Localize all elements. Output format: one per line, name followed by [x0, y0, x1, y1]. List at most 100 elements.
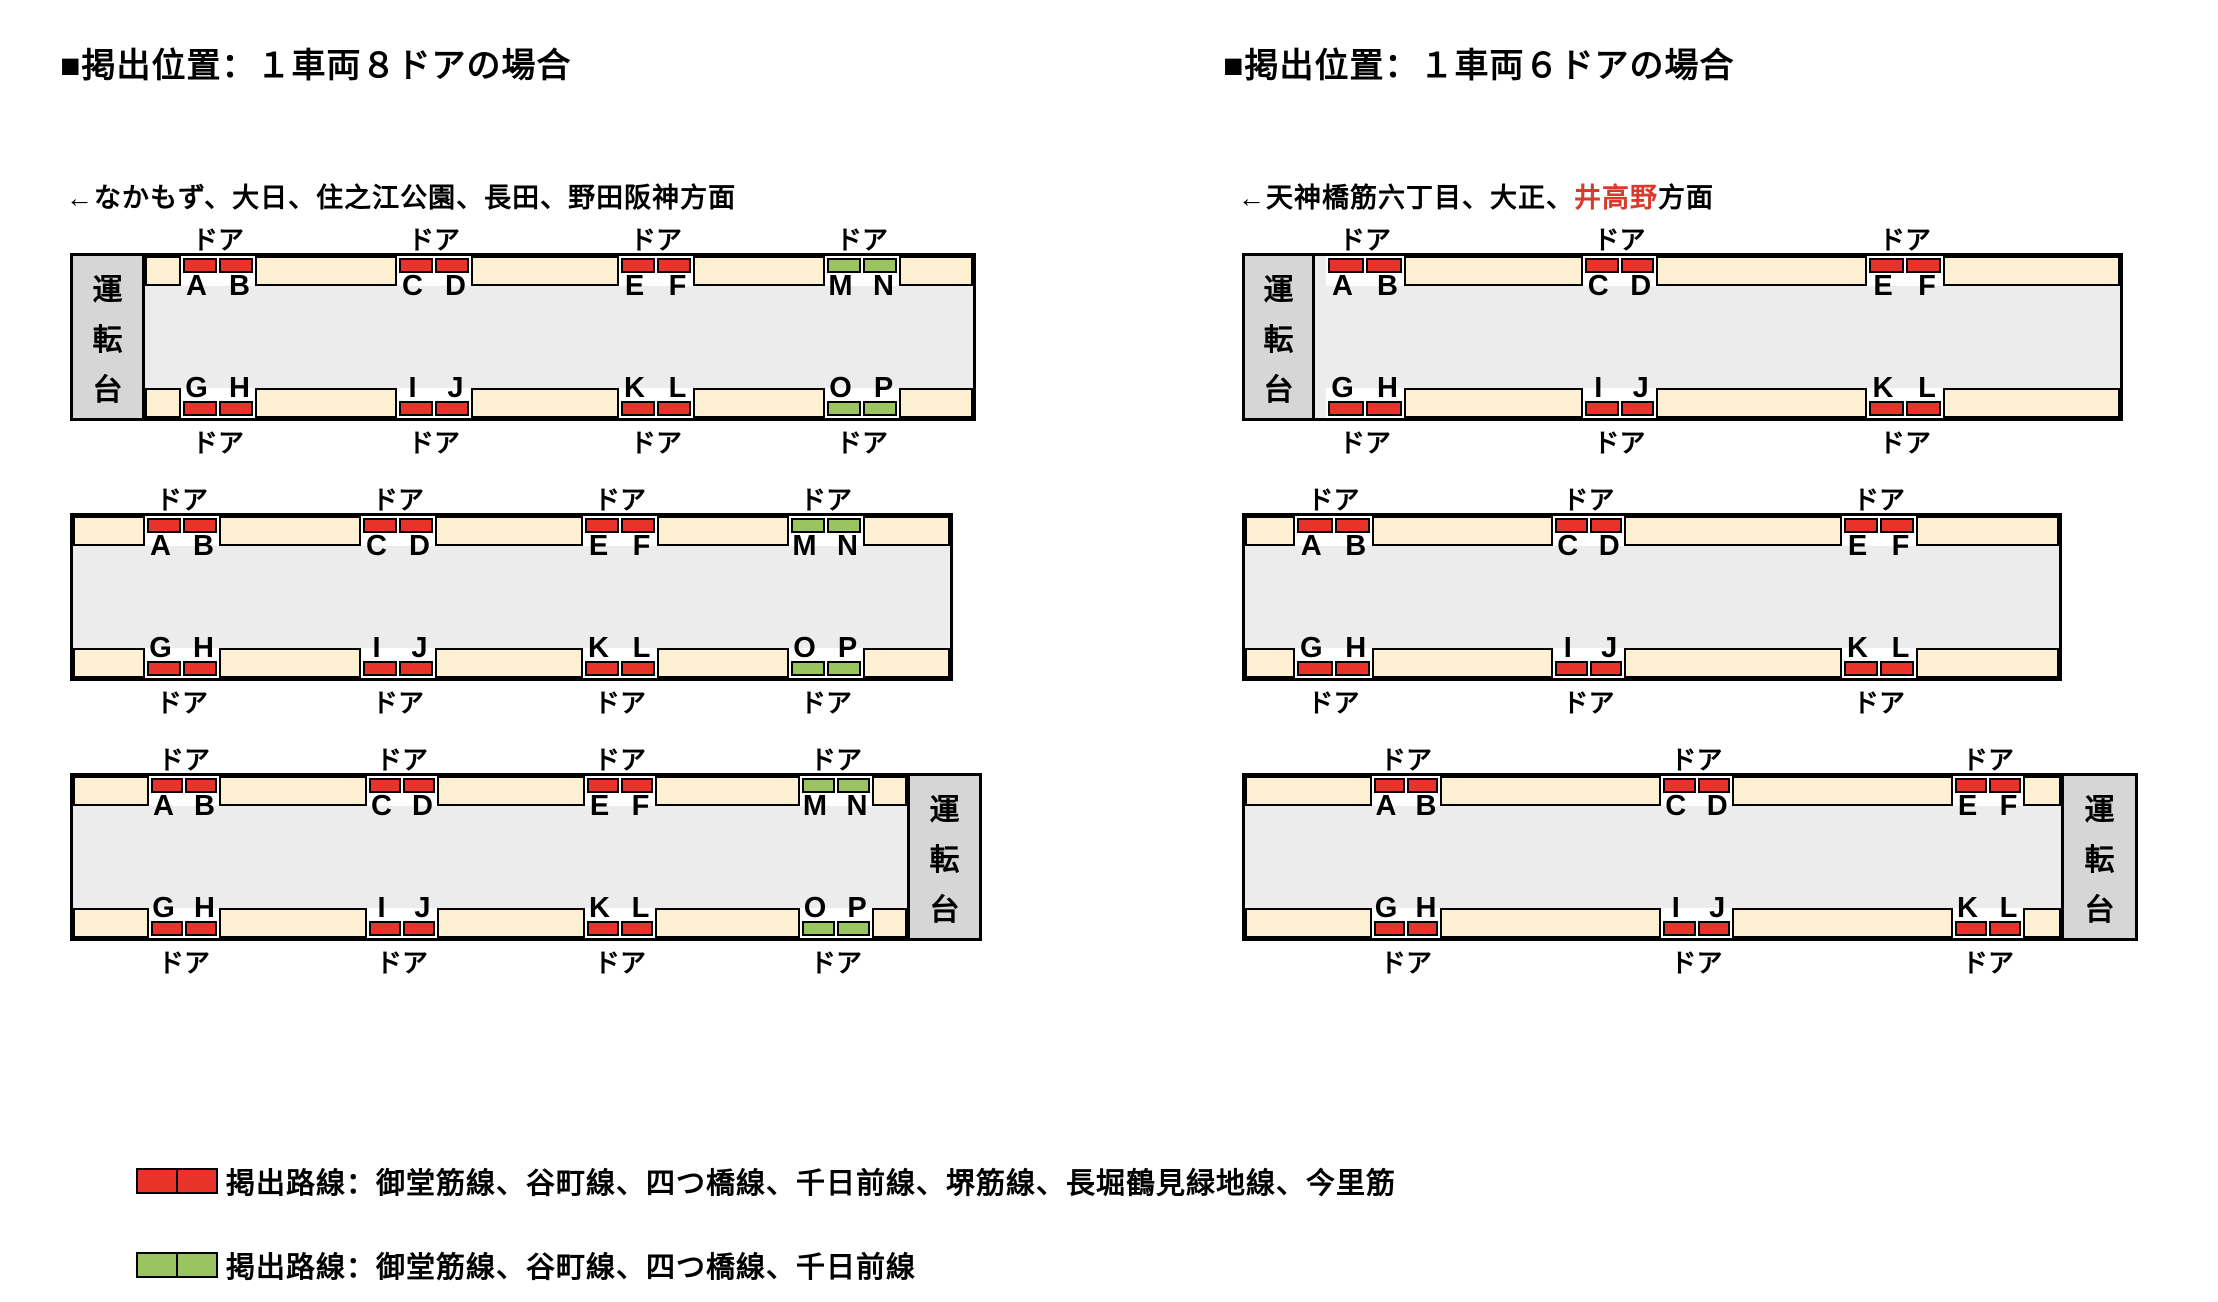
door-letter: G	[152, 892, 175, 924]
door-sticker-pair	[369, 921, 435, 936]
car-wall-segment	[657, 516, 789, 546]
door-sticker-pair	[151, 921, 217, 936]
door-label: ドア	[1961, 948, 2015, 978]
door-letter: O	[803, 892, 827, 924]
door-letter: E	[1873, 270, 1893, 302]
cab-label-char: 転	[1263, 324, 1294, 357]
car-wall-segment	[1440, 776, 1661, 806]
driver-cab: 運転台	[907, 776, 979, 938]
red-door-sticker	[621, 258, 655, 273]
green-door-sticker	[837, 921, 870, 936]
red-door-sticker	[183, 661, 217, 676]
car-wall-segment	[1372, 516, 1553, 546]
door-letter: P	[873, 372, 894, 404]
cab-label-char: 転	[2084, 844, 2115, 877]
cab-label-char: 運	[92, 274, 123, 307]
red-door-sticker	[363, 518, 397, 533]
door-letter: D	[1630, 270, 1652, 302]
door-sticker-pair	[585, 661, 655, 676]
car-wall-segment	[1404, 388, 1583, 418]
red-door-sticker	[1620, 401, 1654, 416]
door-label: ドア	[375, 745, 429, 775]
door-letter: I	[377, 892, 386, 924]
car-wall-segment	[1943, 256, 2120, 286]
car-wall-segment	[863, 516, 950, 546]
legend-green-text: 掲出路線：御堂筋線、谷町線、四つ橋線、千日前線	[226, 1252, 917, 1284]
red-door-sticker	[1589, 518, 1622, 533]
door-letter: D	[412, 790, 433, 822]
door-letter: M	[828, 270, 853, 302]
door-sticker-pair	[827, 401, 897, 416]
door-sticker-pair	[587, 921, 653, 936]
door-letter: N	[873, 270, 894, 302]
red-door-sticker	[587, 778, 619, 793]
red-door-sticker	[1620, 258, 1654, 273]
red-door-sticker	[1906, 401, 1941, 416]
door-label: ドア	[1307, 688, 1360, 718]
door-label: ドア	[1670, 948, 1723, 978]
door-letter: J	[1601, 632, 1618, 664]
red-door-sticker	[219, 401, 253, 416]
cab-label-char: 運	[1263, 274, 1294, 307]
red-door-sticker	[435, 258, 469, 273]
red-door-sticker	[1880, 661, 1914, 676]
red-door-sticker	[1955, 778, 1987, 793]
door-label: ドア	[191, 225, 245, 255]
green-line-swatch	[136, 1252, 218, 1278]
green-swatch-cell	[136, 1252, 178, 1278]
door-label: ドア	[1338, 225, 1392, 255]
car-wall-segment	[1916, 648, 2059, 678]
door-letter: D	[1706, 790, 1728, 822]
red-door-sticker	[403, 921, 435, 936]
door-label: ドア	[1307, 485, 1360, 515]
car-wall-segment	[693, 256, 825, 286]
door-letter: L	[631, 892, 650, 924]
door-letter: H	[229, 372, 250, 404]
red-door-sticker	[1663, 778, 1696, 793]
red-door-sticker	[585, 518, 619, 533]
door-letter: E	[1847, 530, 1868, 562]
door-sticker-pair	[791, 661, 861, 676]
door-label: ドア	[799, 485, 853, 515]
car-wall-segment	[1732, 776, 1953, 806]
door-label: ドア	[593, 948, 647, 978]
car-wall-segment	[657, 648, 789, 678]
car-wall-segment	[73, 648, 145, 678]
legend-row-red: 掲出路線：御堂筋線、谷町線、四つ橋線、千日前線、堺筋線、長堀鶴見緑地線、今里筋	[136, 1160, 1396, 1202]
red-door-sticker	[363, 661, 397, 676]
direction-note-segment: 方面	[1658, 183, 1714, 213]
door-label: ドア	[1593, 428, 1646, 458]
legend-red-text: 掲出路線：御堂筋線、谷町線、四つ橋線、千日前線、堺筋線、長堀鶴見緑地線、今里筋	[226, 1168, 1397, 1200]
red-door-sticker	[657, 258, 691, 273]
green-door-sticker	[827, 401, 861, 416]
door-letter: D	[445, 270, 466, 302]
door-sticker-pair	[1374, 778, 1438, 793]
door-letter: K	[1847, 632, 1868, 664]
red-line-swatch	[136, 1168, 218, 1194]
door-letter: L	[668, 372, 687, 404]
car-wall-segment	[145, 388, 181, 418]
red-door-sticker	[1906, 258, 1941, 273]
door-sticker-pair	[587, 778, 653, 793]
door-letter: J	[1632, 372, 1649, 404]
